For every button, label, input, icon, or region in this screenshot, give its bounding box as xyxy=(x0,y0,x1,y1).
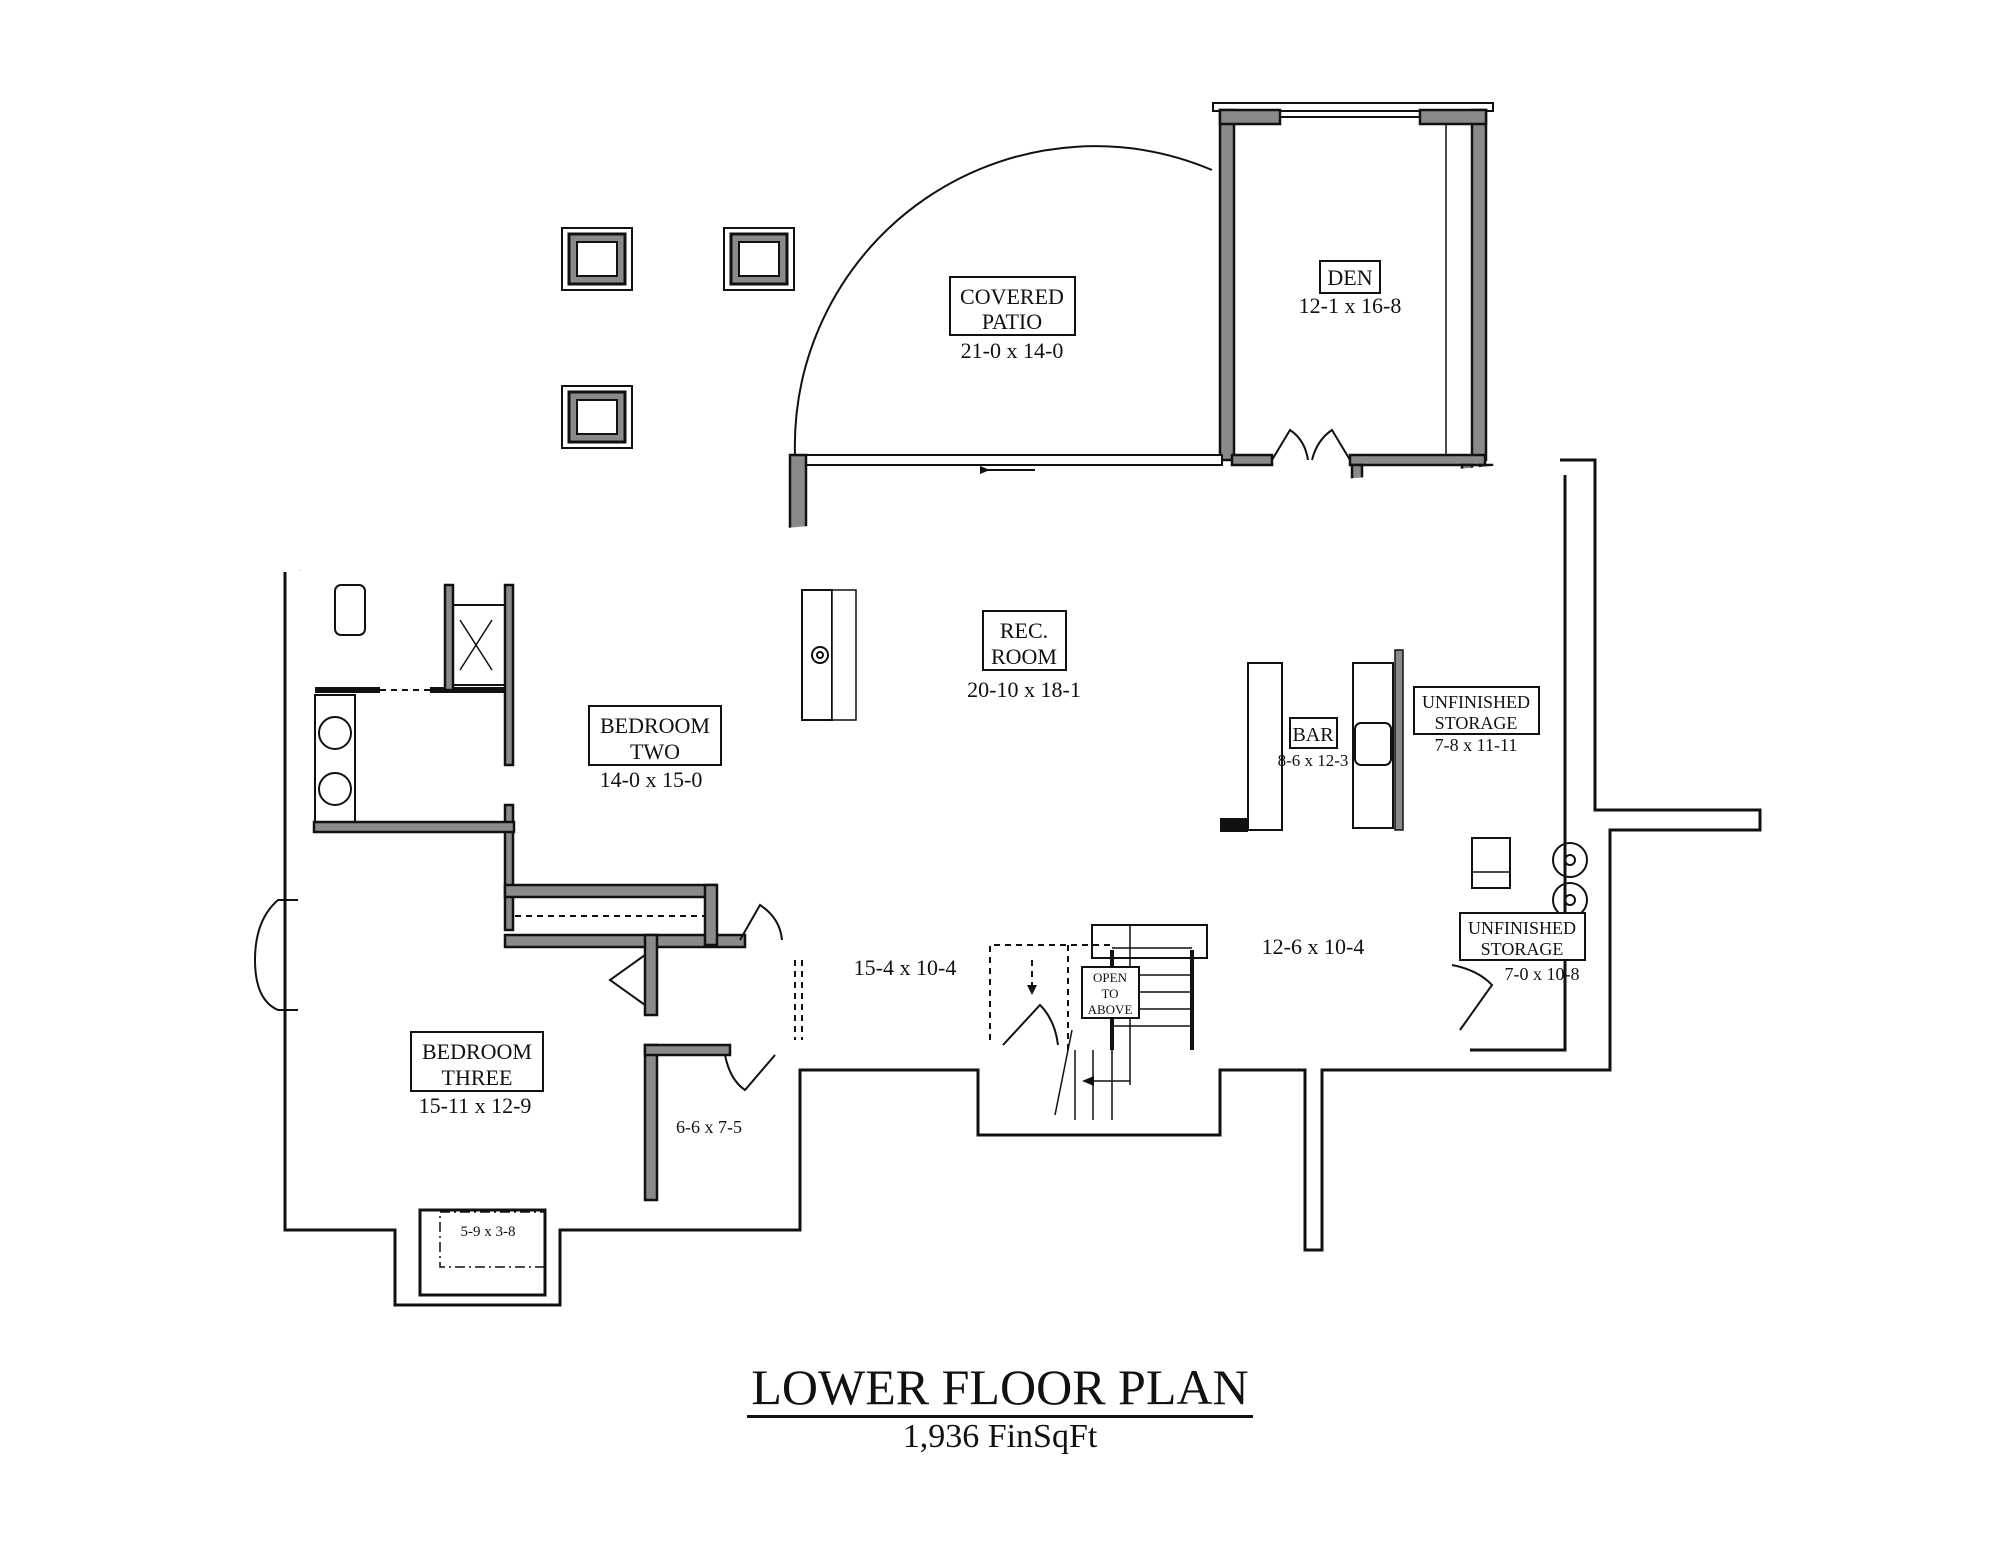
label-bedroom-three: BEDROOM THREE 15-11 x 12-9 xyxy=(410,1031,544,1118)
dims-hall-left: 15-4 x 10-4 xyxy=(854,955,957,980)
svg-text:OPEN: OPEN xyxy=(1093,970,1128,985)
svg-text:8-6 x 12-3: 8-6 x 12-3 xyxy=(1278,751,1349,770)
svg-text:12-1 x 16-8: 12-1 x 16-8 xyxy=(1299,293,1402,318)
patio-arc xyxy=(793,145,1213,456)
patio-column-1 xyxy=(561,227,633,291)
plan-square-footage: 1,936 FinSqFt xyxy=(902,1418,1098,1455)
svg-text:UNFINISHED: UNFINISHED xyxy=(1422,692,1530,712)
label-rec-room: REC. ROOM 20-10 x 18-1 xyxy=(967,610,1081,702)
label-bedroom-two: BEDROOM TWO 14-0 x 15-0 xyxy=(588,705,722,792)
svg-text:15-11 x 12-9: 15-11 x 12-9 xyxy=(419,1093,532,1118)
dims-hall-right: 12-6 x 10-4 xyxy=(1262,934,1365,959)
svg-text:UNFINISHED: UNFINISHED xyxy=(1468,918,1576,938)
dims-closet: 6-6 x 7-5 xyxy=(676,1117,742,1137)
svg-text:7-0 x 10-8: 7-0 x 10-8 xyxy=(1505,964,1580,984)
interior-walls-lower xyxy=(312,820,803,1202)
dims-window-well: 5-9 x 3-8 xyxy=(461,1224,516,1240)
bedroom-two-closet xyxy=(503,883,783,949)
svg-text:COVERED: COVERED xyxy=(960,284,1064,309)
bay-window xyxy=(253,899,298,1011)
bar-counter xyxy=(1220,649,1404,832)
svg-text:DEN: DEN xyxy=(1327,265,1372,290)
svg-text:BEDROOM: BEDROOM xyxy=(422,1039,532,1064)
plan-title: LOWER FLOOR PLAN xyxy=(0,1358,2000,1418)
svg-text:PATIO: PATIO xyxy=(982,309,1042,334)
svg-text:ABOVE: ABOVE xyxy=(1088,1002,1133,1017)
svg-text:14-0 x 15-0: 14-0 x 15-0 xyxy=(600,767,703,792)
window-well xyxy=(418,1208,547,1297)
svg-text:BAR: BAR xyxy=(1292,724,1334,746)
svg-text:REC.: REC. xyxy=(1000,618,1048,643)
plan-title-text: LOWER FLOOR PLAN xyxy=(747,1359,1253,1418)
den-double-door xyxy=(1271,428,1351,461)
label-open-to-above: OPEN TO ABOVE xyxy=(1081,966,1140,1019)
patio-column-2 xyxy=(723,227,795,291)
svg-text:THREE: THREE xyxy=(442,1065,513,1090)
label-unfinished-storage-2: UNFINISHED STORAGE 7-0 x 10-8 xyxy=(1459,912,1586,984)
label-unfinished-storage-1: UNFINISHED STORAGE 7-8 x 11-11 xyxy=(1413,686,1540,755)
label-bar: BAR 8-6 x 12-3 xyxy=(1278,717,1349,770)
svg-text:TWO: TWO xyxy=(630,739,680,764)
fireplace xyxy=(801,589,857,721)
svg-text:21-0 x 14-0: 21-0 x 14-0 xyxy=(961,338,1064,363)
svg-text:STORAGE: STORAGE xyxy=(1435,713,1518,733)
svg-text:STORAGE: STORAGE xyxy=(1481,939,1564,959)
label-covered-patio: COVERED PATIO 21-0 x 14-0 xyxy=(949,276,1076,363)
label-den: DEN 12-1 x 16-8 xyxy=(1299,260,1402,318)
svg-text:20-10 x 18-1: 20-10 x 18-1 xyxy=(967,677,1081,702)
storage-door xyxy=(1451,964,1494,1031)
svg-text:ROOM: ROOM xyxy=(991,644,1057,669)
svg-text:7-8 x 11-11: 7-8 x 11-11 xyxy=(1435,735,1518,755)
den-walls xyxy=(1212,102,1494,462)
patio-column-3 xyxy=(561,385,633,449)
svg-text:TO: TO xyxy=(1101,986,1118,1001)
svg-text:BEDROOM: BEDROOM xyxy=(600,713,710,738)
